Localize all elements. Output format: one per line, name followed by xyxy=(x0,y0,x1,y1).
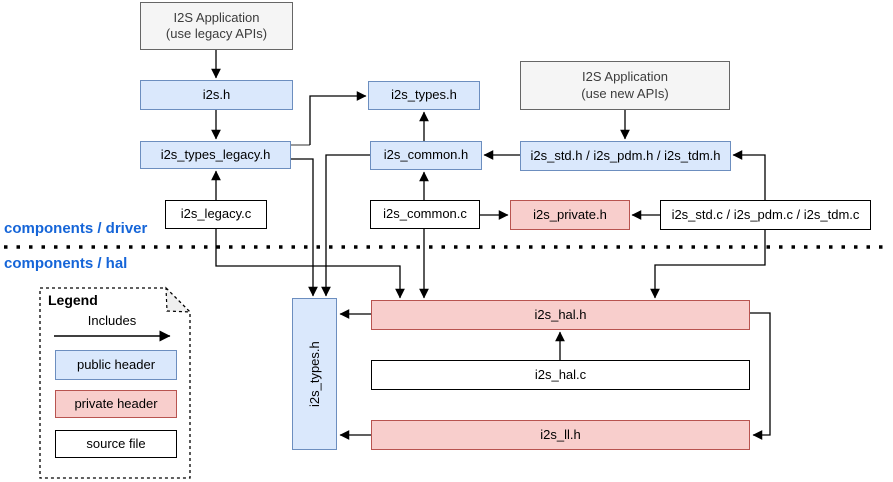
node-i2s-h: i2s.h xyxy=(140,80,293,110)
node-label: i2s_private.h xyxy=(533,206,607,222)
node-i2s-common-h: i2s_common.h xyxy=(370,141,482,170)
node-label: i2s_ll.h xyxy=(540,426,581,442)
node-label: i2s_common.h xyxy=(383,147,469,163)
legend-item-label: public header xyxy=(76,356,156,372)
legend-item-private-header: private header xyxy=(55,390,177,418)
legend-item-source-file: source file xyxy=(55,430,177,458)
node-i2s-common-c: i2s_common.c xyxy=(370,200,480,229)
node-app-new: I2S Application (use new APIs) xyxy=(520,61,730,110)
node-label: I2S Application xyxy=(173,9,260,25)
node-i2s-ll-h: i2s_ll.h xyxy=(371,420,750,450)
section-label-driver: components / driver xyxy=(4,220,148,237)
legend-title: Legend xyxy=(48,292,98,308)
arrow-i2s-types-legacy-h-to-i2s-types-h-hal xyxy=(291,158,318,297)
node-label: i2s_std.h / i2s_pdm.h / i2s_tdm.h xyxy=(530,147,721,163)
node-i2s-hal-h: i2s_hal.h xyxy=(371,300,750,330)
legend-includes-label: Includes xyxy=(87,313,137,328)
node-i2s-types-h-hal: i2s_types.h xyxy=(292,298,337,450)
arrow-i2s-hal-h-to-i2s-ll-h xyxy=(750,312,771,440)
node-label: I2S Application xyxy=(581,69,668,85)
legend-item-label: private header xyxy=(74,395,158,411)
node-label: i2s.h xyxy=(202,86,231,102)
section-label-hal: components / hal xyxy=(4,255,128,272)
arrow-i2s-types-legacy-h-to-i2s-types-h xyxy=(309,91,367,145)
node-label: i2s_types_legacy.h xyxy=(160,146,271,162)
node-label: i2s_hal.c xyxy=(534,366,587,382)
node-i2s-std-c: i2s_std.c / i2s_pdm.c / i2s_tdm.c xyxy=(660,200,871,230)
arrow-i2s-std-c-to-i2s-hal-h xyxy=(650,230,766,299)
node-label: i2s_types.h xyxy=(306,341,322,407)
arrow-i2s-legacy-c-to-i2s-hal-h xyxy=(215,229,405,299)
node-i2s-std-h: i2s_std.h / i2s_pdm.h / i2s_tdm.h xyxy=(520,141,731,171)
node-label: (use legacy APIs) xyxy=(165,26,268,41)
node-label: i2s_hal.h xyxy=(534,306,587,322)
arrow-i2s-std-c-to-i2s-std-h xyxy=(732,150,766,200)
node-i2s-hal-c: i2s_hal.c xyxy=(371,360,750,390)
node-i2s-types-h: i2s_types.h xyxy=(368,81,480,110)
node-label: (use new APIs) xyxy=(581,85,669,101)
node-i2s-legacy-c: i2s_legacy.c xyxy=(165,200,267,229)
node-label: i2s_legacy.c xyxy=(180,206,252,222)
arrow-i2s-common-h-to-i2s-types-h-hal xyxy=(321,154,370,297)
node-i2s-private-h: i2s_private.h xyxy=(510,200,630,230)
legend-item-label: source file xyxy=(86,435,146,451)
node-label: i2s_std.c / i2s_pdm.c / i2s_tdm.c xyxy=(671,206,860,222)
node-app-legacy: I2S Application (use legacy APIs) xyxy=(140,2,293,50)
node-i2s-types-legacy-h: i2s_types_legacy.h xyxy=(140,141,291,169)
node-label: i2s_types.h xyxy=(391,87,457,103)
node-label: i2s_common.c xyxy=(383,206,467,222)
legend-item-public-header: public header xyxy=(55,350,177,380)
legend-fold-corner-icon xyxy=(165,286,192,313)
